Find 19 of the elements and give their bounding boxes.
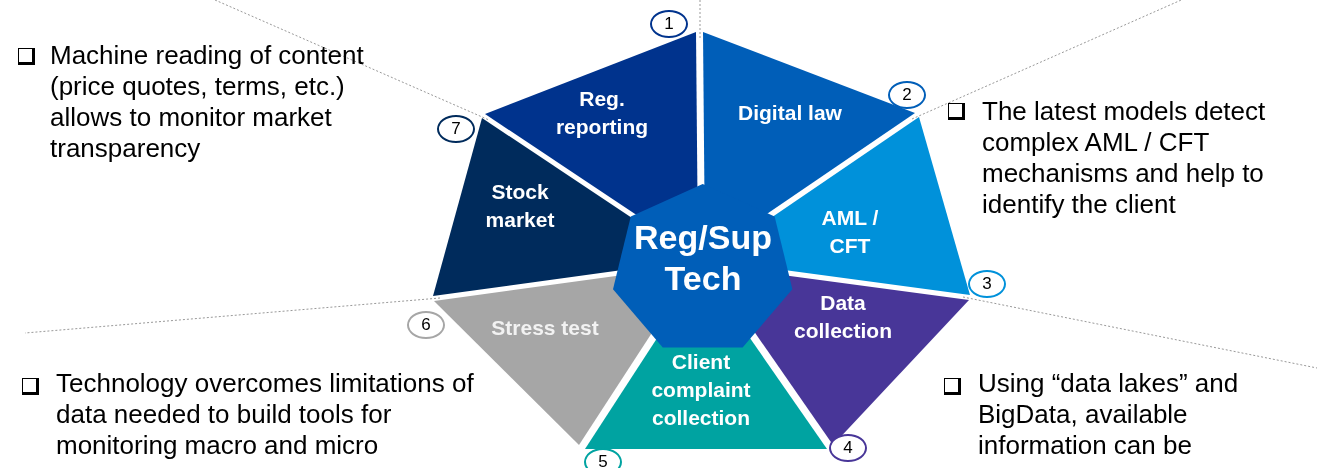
segment-label: Client complaint collection: [650, 349, 752, 431]
segment-label: Reg. reporting: [554, 86, 650, 140]
number-circle: 4: [829, 434, 867, 462]
number-circle: 1: [650, 10, 688, 38]
number-circle: 3: [968, 270, 1006, 298]
note-text: Machine reading of content (price quotes, terms, etc.) allows to monitor market transparency: [50, 40, 365, 164]
segment-label: Digital law: [737, 100, 843, 126]
number-circle: 6: [407, 311, 445, 339]
note-text: Technology overcomes limitations of data needed to build tools for monitoring macro and micro: [56, 368, 475, 461]
number-circle: 5: [584, 448, 622, 468]
note-text: Using “data lakes” and BigData, available information can be: [978, 368, 1240, 461]
number-circle: 7: [437, 115, 475, 143]
segment-label: Stock market: [484, 179, 556, 233]
number-circle: 2: [888, 81, 926, 109]
segment-label: Data collection: [792, 290, 893, 344]
segment-label: AML / CFT: [820, 205, 880, 259]
note-text: The latest models detect complex AML / CFT mechanisms and help to identify the client: [982, 96, 1267, 220]
center-title: Reg/Sup Tech: [633, 217, 773, 299]
segment-label: Stress test: [490, 315, 600, 341]
